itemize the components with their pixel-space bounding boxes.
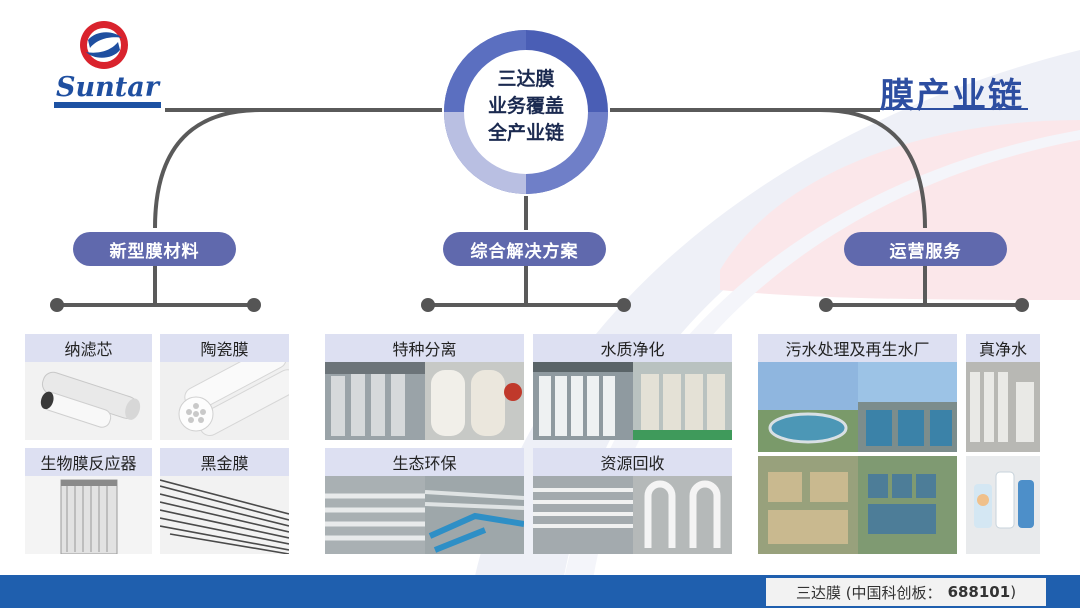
logo-underline bbox=[54, 102, 161, 108]
nanofiltration-image bbox=[25, 362, 152, 440]
footer-close: ) bbox=[1010, 583, 1017, 601]
wastewater-plant-image bbox=[758, 362, 957, 554]
center-line: 业务覆盖 bbox=[487, 95, 564, 117]
resource-recovery-image bbox=[533, 476, 732, 554]
ceramic-membrane-image bbox=[160, 362, 289, 440]
footer-stock-code: 688101 bbox=[947, 583, 1011, 601]
card-label-black-gold: 黑金膜 bbox=[160, 448, 289, 476]
center-line: 全产业链 bbox=[487, 122, 564, 144]
branch-solutions: 综合解决方案 bbox=[443, 232, 606, 266]
card-label-nanofiltration: 纳滤芯 bbox=[25, 334, 152, 362]
pure-water-image bbox=[966, 362, 1040, 554]
card-label-wastewater-plant: 污水处理及再生水厂 bbox=[758, 334, 957, 362]
bioreactor-image bbox=[25, 476, 152, 554]
special-separation-image bbox=[325, 362, 524, 440]
card-label-water-purification: 水质净化 bbox=[533, 334, 732, 362]
card-label-ceramic: 陶瓷膜 bbox=[160, 334, 289, 362]
card-label-bioreactor: 生物膜反应器 bbox=[25, 448, 152, 476]
logo-wordmark: Suntar bbox=[56, 72, 159, 103]
center-line: 三达膜 bbox=[497, 68, 555, 90]
black-gold-membrane-image bbox=[160, 476, 289, 554]
card-label-special-separation: 特种分离 bbox=[325, 334, 524, 362]
footer-company: 三达膜 (中国科创板： bbox=[795, 583, 942, 602]
card-label-eco-protection: 生态环保 bbox=[325, 448, 524, 476]
eco-protection-image bbox=[325, 476, 524, 554]
branch-new-materials: 新型膜材料 bbox=[73, 232, 236, 266]
center-heading: 三达膜 业务覆盖 全产业链 bbox=[460, 66, 592, 147]
footer-stock-info: 三达膜 (中国科创板： 688101) bbox=[766, 578, 1046, 606]
suntar-logo bbox=[80, 21, 128, 69]
card-label-pure-water: 真净水 bbox=[966, 334, 1040, 362]
card-label-resource-recovery: 资源回收 bbox=[533, 448, 732, 476]
branch-operations: 运营服务 bbox=[844, 232, 1007, 266]
water-purification-image bbox=[533, 362, 732, 440]
center-ring bbox=[444, 30, 608, 194]
